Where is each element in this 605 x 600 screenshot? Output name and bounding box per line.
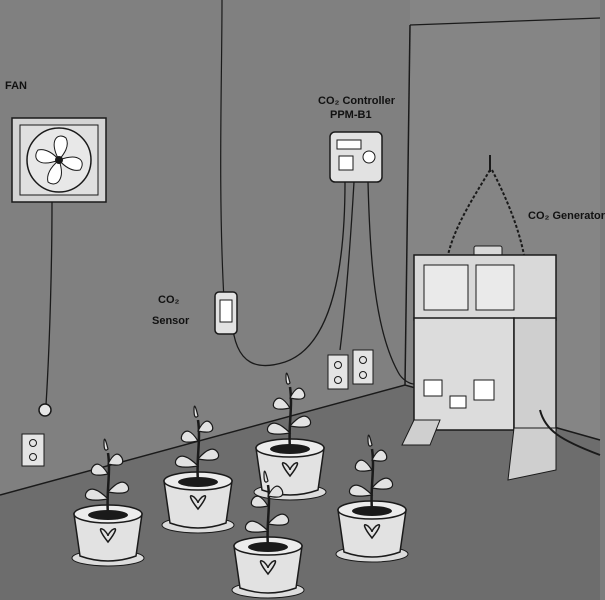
controller-label-line2: PPM-B1 — [330, 109, 372, 121]
controller-to-sensor-cord — [231, 181, 346, 367]
co2-generator-icon — [401, 245, 557, 481]
controller-icon — [329, 131, 383, 183]
outlet-middle-icon — [327, 349, 374, 390]
fan-icon — [11, 117, 107, 203]
generator-cord — [539, 409, 601, 456]
sensor-label-line2: Sensor — [152, 315, 190, 327]
plant-pot-1 — [71, 438, 145, 567]
ceiling-edge — [409, 17, 601, 26]
fan-cord — [45, 201, 53, 406]
plant-pot-2 — [161, 405, 235, 534]
plant-pot-4 — [335, 434, 409, 563]
fan-plug — [38, 403, 52, 417]
plant-pot-5 — [231, 470, 305, 599]
co2-sensor-icon — [214, 291, 238, 335]
plant-pot-3 — [253, 372, 327, 501]
sensor-label-line1: CO₂ — [158, 294, 180, 306]
ceiling-cord — [220, 0, 225, 301]
wall-corner — [404, 24, 411, 386]
outlet-left-icon — [21, 433, 45, 467]
plant-pots — [71, 372, 409, 599]
generator-label: CO₂ Generator — [528, 210, 605, 222]
controller-to-generator-cord — [367, 181, 415, 385]
controller-label-line1: CO₂ Controller — [318, 95, 395, 107]
controller-to-outlet-cord — [339, 181, 355, 351]
hanging-chains — [447, 169, 525, 256]
fan-label: FAN — [5, 80, 27, 92]
